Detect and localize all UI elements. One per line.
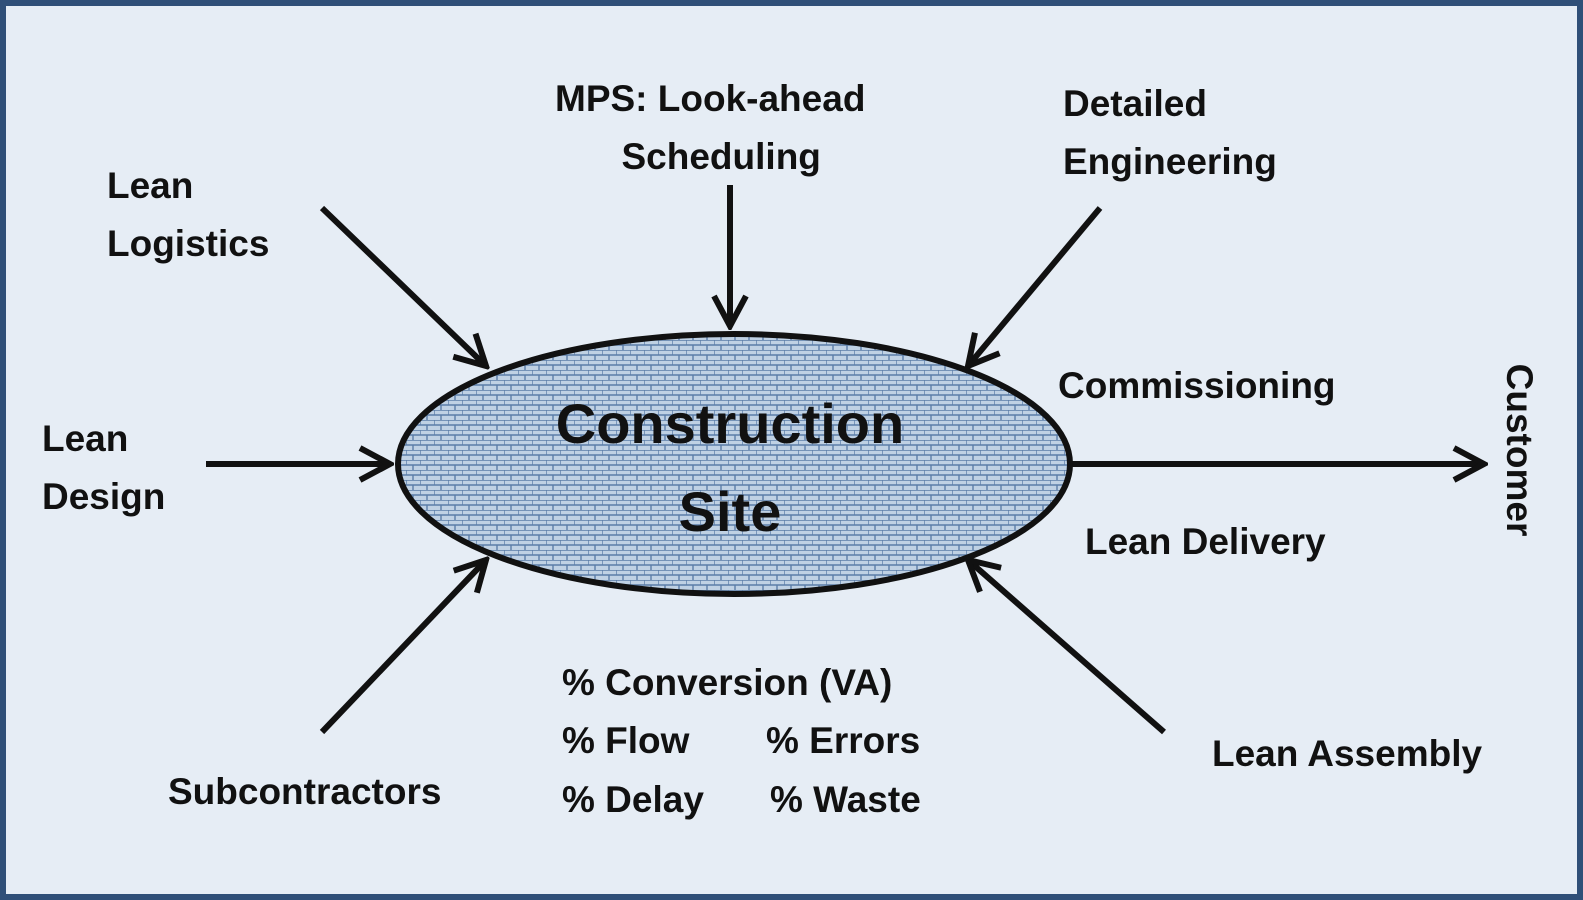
subcontractors-label: Subcontractors <box>168 771 442 812</box>
construction-site-label: Construction Site <box>555 392 905 543</box>
lean-assembly-label: Lean Assembly <box>1212 733 1483 774</box>
lean-logistics-label: Lean Logistics <box>107 165 270 264</box>
commissioning-label: Commissioning <box>1058 365 1336 406</box>
arrow-lean-assembly <box>968 560 1166 735</box>
metric-flow: % Flow <box>562 720 690 761</box>
lean-design-label: Lean Design <box>42 418 166 517</box>
input-arrows <box>206 185 1484 735</box>
metrics-block: % Conversion (VA) % Flow % Errors % Dela… <box>562 662 982 842</box>
detailed-engineering-label: Detailed Engineering <box>1063 83 1277 182</box>
metric-waste: % Waste <box>770 779 921 820</box>
arrow-subcontractors <box>319 560 486 735</box>
customer-label: Customer <box>1499 363 1540 537</box>
metric-errors: % Errors <box>766 720 921 761</box>
lean-delivery-label: Lean Delivery <box>1085 521 1326 562</box>
mps-label: MPS: Look-ahead Scheduling <box>555 78 866 177</box>
metric-conversion: % Conversion (VA) <box>562 662 893 703</box>
metric-delay: % Delay <box>562 779 704 820</box>
arrow-lean-logistics <box>319 205 486 366</box>
construction-site-ellipse <box>395 331 1073 597</box>
arrow-detailed-engineering <box>968 206 1103 366</box>
